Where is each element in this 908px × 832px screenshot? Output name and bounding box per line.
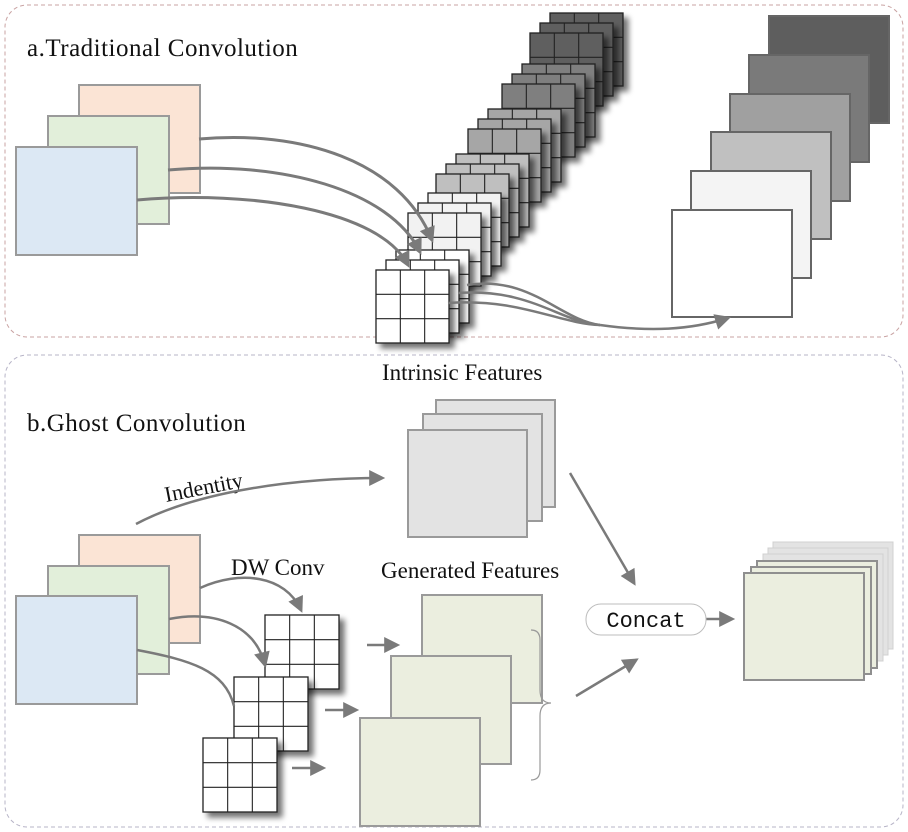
panel-b-frame bbox=[4, 354, 904, 828]
dw-conv-label: DW Conv bbox=[231, 555, 325, 580]
kernel-to-output-arrows bbox=[447, 282, 732, 331]
panel-a: a.Traditional Convolution bbox=[15, 12, 890, 344]
input-feature-maps bbox=[15, 84, 201, 256]
kernel-group-1-kernel-3 bbox=[375, 269, 450, 344]
concat-node: Concat bbox=[585, 603, 707, 636]
arrow-input-2 bbox=[167, 166, 422, 255]
arrow-kernel-2 bbox=[457, 291, 601, 327]
arrow-kernel-3 bbox=[447, 301, 601, 327]
panel-a-title: a.Traditional Convolution bbox=[27, 35, 298, 62]
arrow-input-3 bbox=[136, 196, 410, 268]
intrinsic-feature-maps bbox=[407, 399, 556, 538]
intrinsic-map-3 bbox=[407, 429, 528, 538]
input-to-kernel-arrows bbox=[136, 135, 435, 268]
kernel-stack bbox=[375, 12, 624, 344]
generated-to-concat-arrow bbox=[575, 658, 639, 698]
generated-feature-maps bbox=[359, 594, 543, 827]
identity-label: Indentity bbox=[162, 467, 245, 507]
dw-arrow-1 bbox=[199, 576, 303, 613]
concatenated-output-maps bbox=[743, 541, 894, 681]
depthwise-kernels bbox=[202, 614, 340, 813]
arrow-to-output bbox=[599, 314, 732, 331]
concat-label: Concat bbox=[606, 609, 685, 634]
generated-brace bbox=[530, 629, 552, 781]
panel-a-frame bbox=[4, 4, 904, 338]
arrow-input-1 bbox=[198, 135, 435, 243]
kernel-face bbox=[202, 737, 278, 813]
panel-b: Intrinsic Features b.Ghost Convolution I… bbox=[15, 360, 894, 827]
dw-arrow-2 bbox=[168, 615, 270, 669]
output-channel-6 bbox=[671, 209, 793, 318]
ghost-input-feature-maps bbox=[15, 534, 201, 705]
generated-features-label: Generated Features bbox=[381, 558, 559, 583]
ghost-arrows bbox=[135, 470, 736, 776]
concat-output-map-6 bbox=[743, 572, 865, 681]
kernel-face bbox=[375, 269, 450, 344]
intrinsic-features-label: Intrinsic Features bbox=[382, 360, 542, 385]
ghost-input-channel-3 bbox=[15, 595, 138, 705]
identity-arrow bbox=[135, 470, 386, 526]
output-feature-maps bbox=[671, 15, 890, 318]
concat-box bbox=[585, 603, 707, 636]
intrinsic-to-concat-arrow bbox=[568, 472, 636, 586]
dw-arrow-3 bbox=[136, 648, 236, 707]
input-channel-3 bbox=[15, 146, 138, 256]
panel-b-title: b.Ghost Convolution bbox=[27, 410, 246, 437]
dw-kernel-3 bbox=[202, 737, 278, 813]
generated-map-3 bbox=[359, 717, 481, 827]
